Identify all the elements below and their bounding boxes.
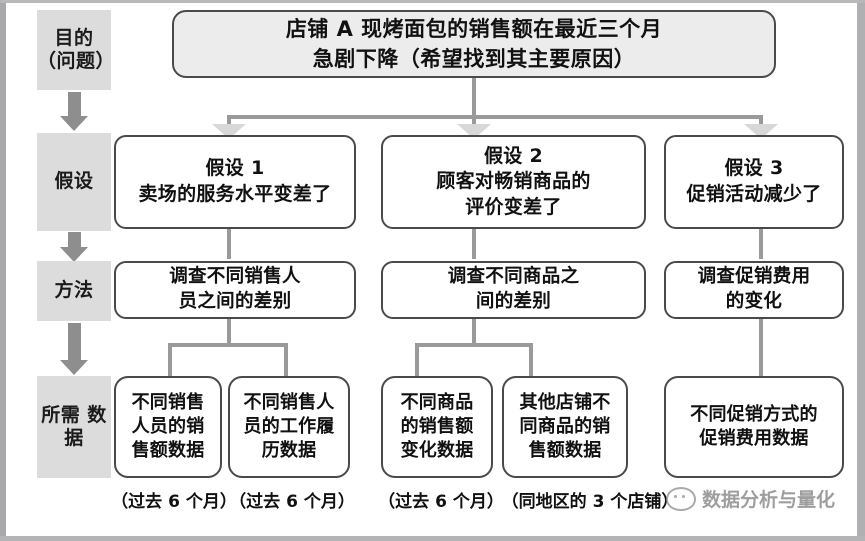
stage-arrow-purpose-to-hypothesis: [60, 92, 89, 131]
data-box-2[interactable]: 不同销售人 员的工作履 历数据: [228, 376, 350, 478]
method-box-3[interactable]: 调查促销费用 的变化: [664, 261, 844, 319]
mascot-icon: [666, 486, 696, 511]
data-box-3[interactable]: 不同商品 的销售额 变化数据: [381, 376, 493, 478]
data-box-1[interactable]: 不同销售 人员的销 售额数据: [114, 376, 222, 478]
hypothesis-box-2[interactable]: 假设 2 顾客对畅销商品的 评价变差了: [381, 135, 646, 229]
data-caption-2: （过去 6 个月）: [229, 492, 355, 512]
hypothesis-box-3[interactable]: 假设 3 促销活动减少了: [664, 135, 844, 229]
frame-border-bottom: [0, 536, 865, 541]
data-box-4[interactable]: 其他店铺不 同商品的销 售额数据: [502, 376, 628, 478]
stage-arrow-method-to-data: [60, 323, 89, 375]
watermark-text: 数据分析与量化: [702, 489, 836, 511]
goal-box[interactable]: 店铺 A 现烤面包的销售额在最近三个月 急剧下降（希望找到其主要原因）: [172, 10, 776, 78]
data-caption-1: （过去 6 个月）: [111, 492, 237, 512]
hypothesis-box-1[interactable]: 假设 1 卖场的服务水平变差了: [114, 135, 356, 229]
stage-arrow-hypothesis-to-method: [60, 232, 89, 262]
method-box-2[interactable]: 调查不同商品之 间的差别: [381, 261, 646, 319]
frame-border-right: [857, 0, 865, 541]
frame-border-top: [0, 0, 865, 3]
stage-label-purpose: 目的 （问题）: [37, 10, 115, 90]
watermark: 数据分析与量化: [666, 485, 835, 512]
data-caption-3: （过去 6 个月）: [378, 492, 504, 512]
frame-border-left: [0, 0, 6, 541]
data-caption-4: （同地区的 3 个店铺）: [501, 492, 679, 512]
data-box-5[interactable]: 不同促销方式的 促销费用数据: [664, 376, 844, 478]
stage-label-hypothesis: 假设: [37, 133, 111, 231]
stage-label-data: 所需 数据: [37, 376, 111, 478]
diagram-canvas: 目的 （问题） 假设 方法 所需 数据 店铺 A 现烤面包的销售额在最近三个月 …: [6, 3, 857, 536]
method-box-1[interactable]: 调查不同销售人 员之间的差别: [114, 261, 356, 319]
stage-label-method: 方法: [37, 261, 111, 321]
